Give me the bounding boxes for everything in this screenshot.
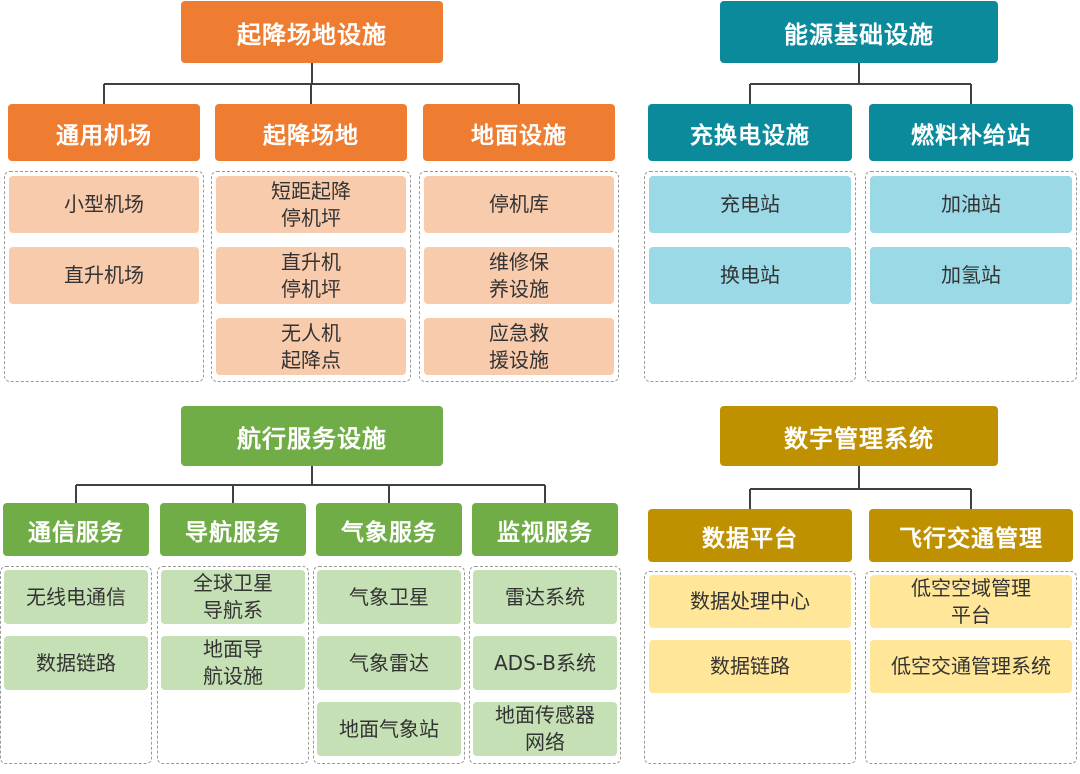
item-weather-radar: 气象雷达 [317, 636, 461, 690]
group-flight-traffic-management [865, 571, 1077, 764]
item-radar-system: 雷达系统 [473, 570, 617, 624]
category-landing-site: 起降场地 [215, 104, 407, 161]
item-hydrogen-station: 加氢站 [870, 247, 1072, 304]
item-weather-satellite: 气象卫星 [317, 570, 461, 624]
category-fuel-station: 燃料补给站 [869, 104, 1073, 161]
item-ground-navigation-facility: 地面导 航设施 [161, 636, 305, 690]
item-data-link-comm: 数据链路 [4, 636, 148, 690]
category-data-platform: 数据平台 [648, 509, 852, 562]
category-surveillance-service: 监视服务 [472, 503, 618, 556]
item-data-link-platform: 数据链路 [649, 640, 851, 693]
category-navigation-service: 导航服务 [160, 503, 306, 556]
item-small-airport: 小型机场 [9, 176, 199, 233]
item-data-processing-center: 数据处理中心 [649, 575, 851, 628]
group-navigation-service [157, 566, 309, 764]
item-helicopter-apron: 直升机 停机坪 [216, 247, 406, 304]
item-ground-weather-station: 地面气象站 [317, 702, 461, 756]
group-landing-site [211, 171, 411, 382]
item-maintenance-facility: 维修保 养设施 [424, 247, 614, 304]
category-weather-service: 气象服务 [316, 503, 462, 556]
group-fuel-station [865, 171, 1077, 382]
item-ads-b-system: ADS-B系统 [473, 636, 617, 690]
section-title-takeoff-landing-facilities: 起降场地设施 [181, 1, 443, 63]
group-general-airport [4, 171, 204, 382]
category-communication-service: 通信服务 [3, 503, 149, 556]
section-title-digital-management: 数字管理系统 [720, 406, 998, 466]
category-flight-traffic-management: 飞行交通管理 [869, 509, 1073, 562]
group-charging-swapping [644, 171, 856, 382]
item-airspace-management-platform: 低空空域管理 平台 [870, 575, 1072, 628]
item-ground-sensor-network: 地面传感器 网络 [473, 702, 617, 756]
item-hangar: 停机库 [424, 176, 614, 233]
group-data-platform [644, 571, 856, 764]
item-gas-station: 加油站 [870, 176, 1072, 233]
item-drone-landing-point: 无人机 起降点 [216, 318, 406, 375]
item-gnss: 全球卫星 导航系 [161, 570, 305, 624]
item-emergency-rescue-facility: 应急救 援设施 [424, 318, 614, 375]
item-traffic-management-system: 低空交通管理系统 [870, 640, 1072, 693]
item-heliport: 直升机场 [9, 247, 199, 304]
item-radio-communication: 无线电通信 [4, 570, 148, 624]
group-surveillance-service [469, 566, 621, 764]
group-communication-service [0, 566, 152, 764]
category-charging-swapping: 充换电设施 [648, 104, 852, 161]
item-stol-apron: 短距起降 停机坪 [216, 176, 406, 233]
group-weather-service [313, 566, 465, 764]
category-ground-facilities: 地面设施 [423, 104, 615, 161]
group-ground-facilities [419, 171, 619, 382]
section-title-energy-infrastructure: 能源基础设施 [720, 1, 998, 63]
section-title-navigation-services: 航行服务设施 [181, 406, 443, 466]
item-charging-station: 充电站 [649, 176, 851, 233]
item-battery-swap-station: 换电站 [649, 247, 851, 304]
category-general-airport: 通用机场 [8, 104, 200, 161]
